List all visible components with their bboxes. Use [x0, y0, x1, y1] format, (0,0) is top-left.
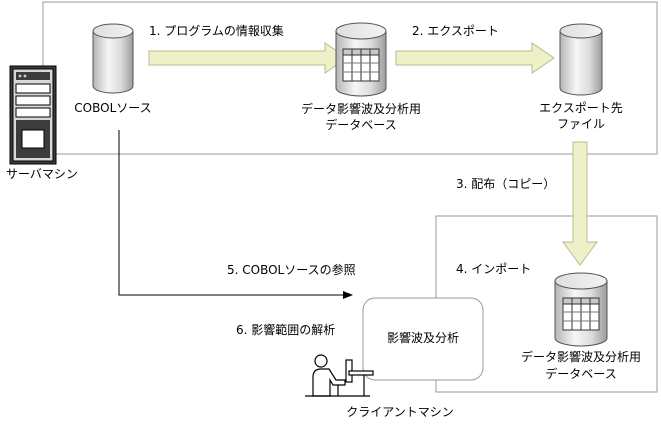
analysis-label: 影響波及分析: [386, 331, 460, 345]
server-machine-label: サーバマシン: [6, 167, 78, 181]
analysis-box: [362, 297, 484, 381]
arrow-collect: [148, 42, 348, 74]
export-file-label-line1: エクスポート先: [539, 101, 623, 115]
step1-label: 1. プログラムの情報収集: [149, 24, 284, 38]
table-icon: [342, 48, 380, 82]
arrow-export: [395, 42, 555, 74]
step3-label: 3. 配布（コピー）: [456, 177, 556, 191]
server-db-label-line2: データベース: [325, 118, 397, 132]
cobol-source-cylinder: [92, 23, 134, 94]
step2-label: 2. エクスポート: [412, 24, 499, 38]
table-icon: [562, 297, 600, 331]
server-tower-icon: [9, 65, 57, 165]
step5-label: 5. COBOLソースの参照: [227, 263, 356, 277]
client-db-label-line2: データベース: [545, 367, 617, 381]
server-db-label-line1: データ影響波及分析用: [300, 102, 422, 116]
arrow-source-reference: [118, 130, 353, 299]
user-at-computer-icon: [305, 354, 374, 397]
step6-label: 6. 影響範囲の解析: [236, 323, 336, 337]
export-file-label-line2: ファイル: [556, 117, 606, 131]
step4-label: 4. インポート: [456, 262, 532, 276]
client-database-cylinder: [554, 272, 608, 347]
arrow-distribute: [562, 141, 598, 266]
server-database-cylinder: [335, 22, 387, 97]
cobol-source-label: COBOLソース: [74, 101, 152, 115]
client-machine-label: クライアントマシン: [346, 405, 454, 419]
client-db-label-line1: データ影響波及分析用: [520, 350, 642, 364]
export-file-cylinder: [559, 23, 603, 96]
